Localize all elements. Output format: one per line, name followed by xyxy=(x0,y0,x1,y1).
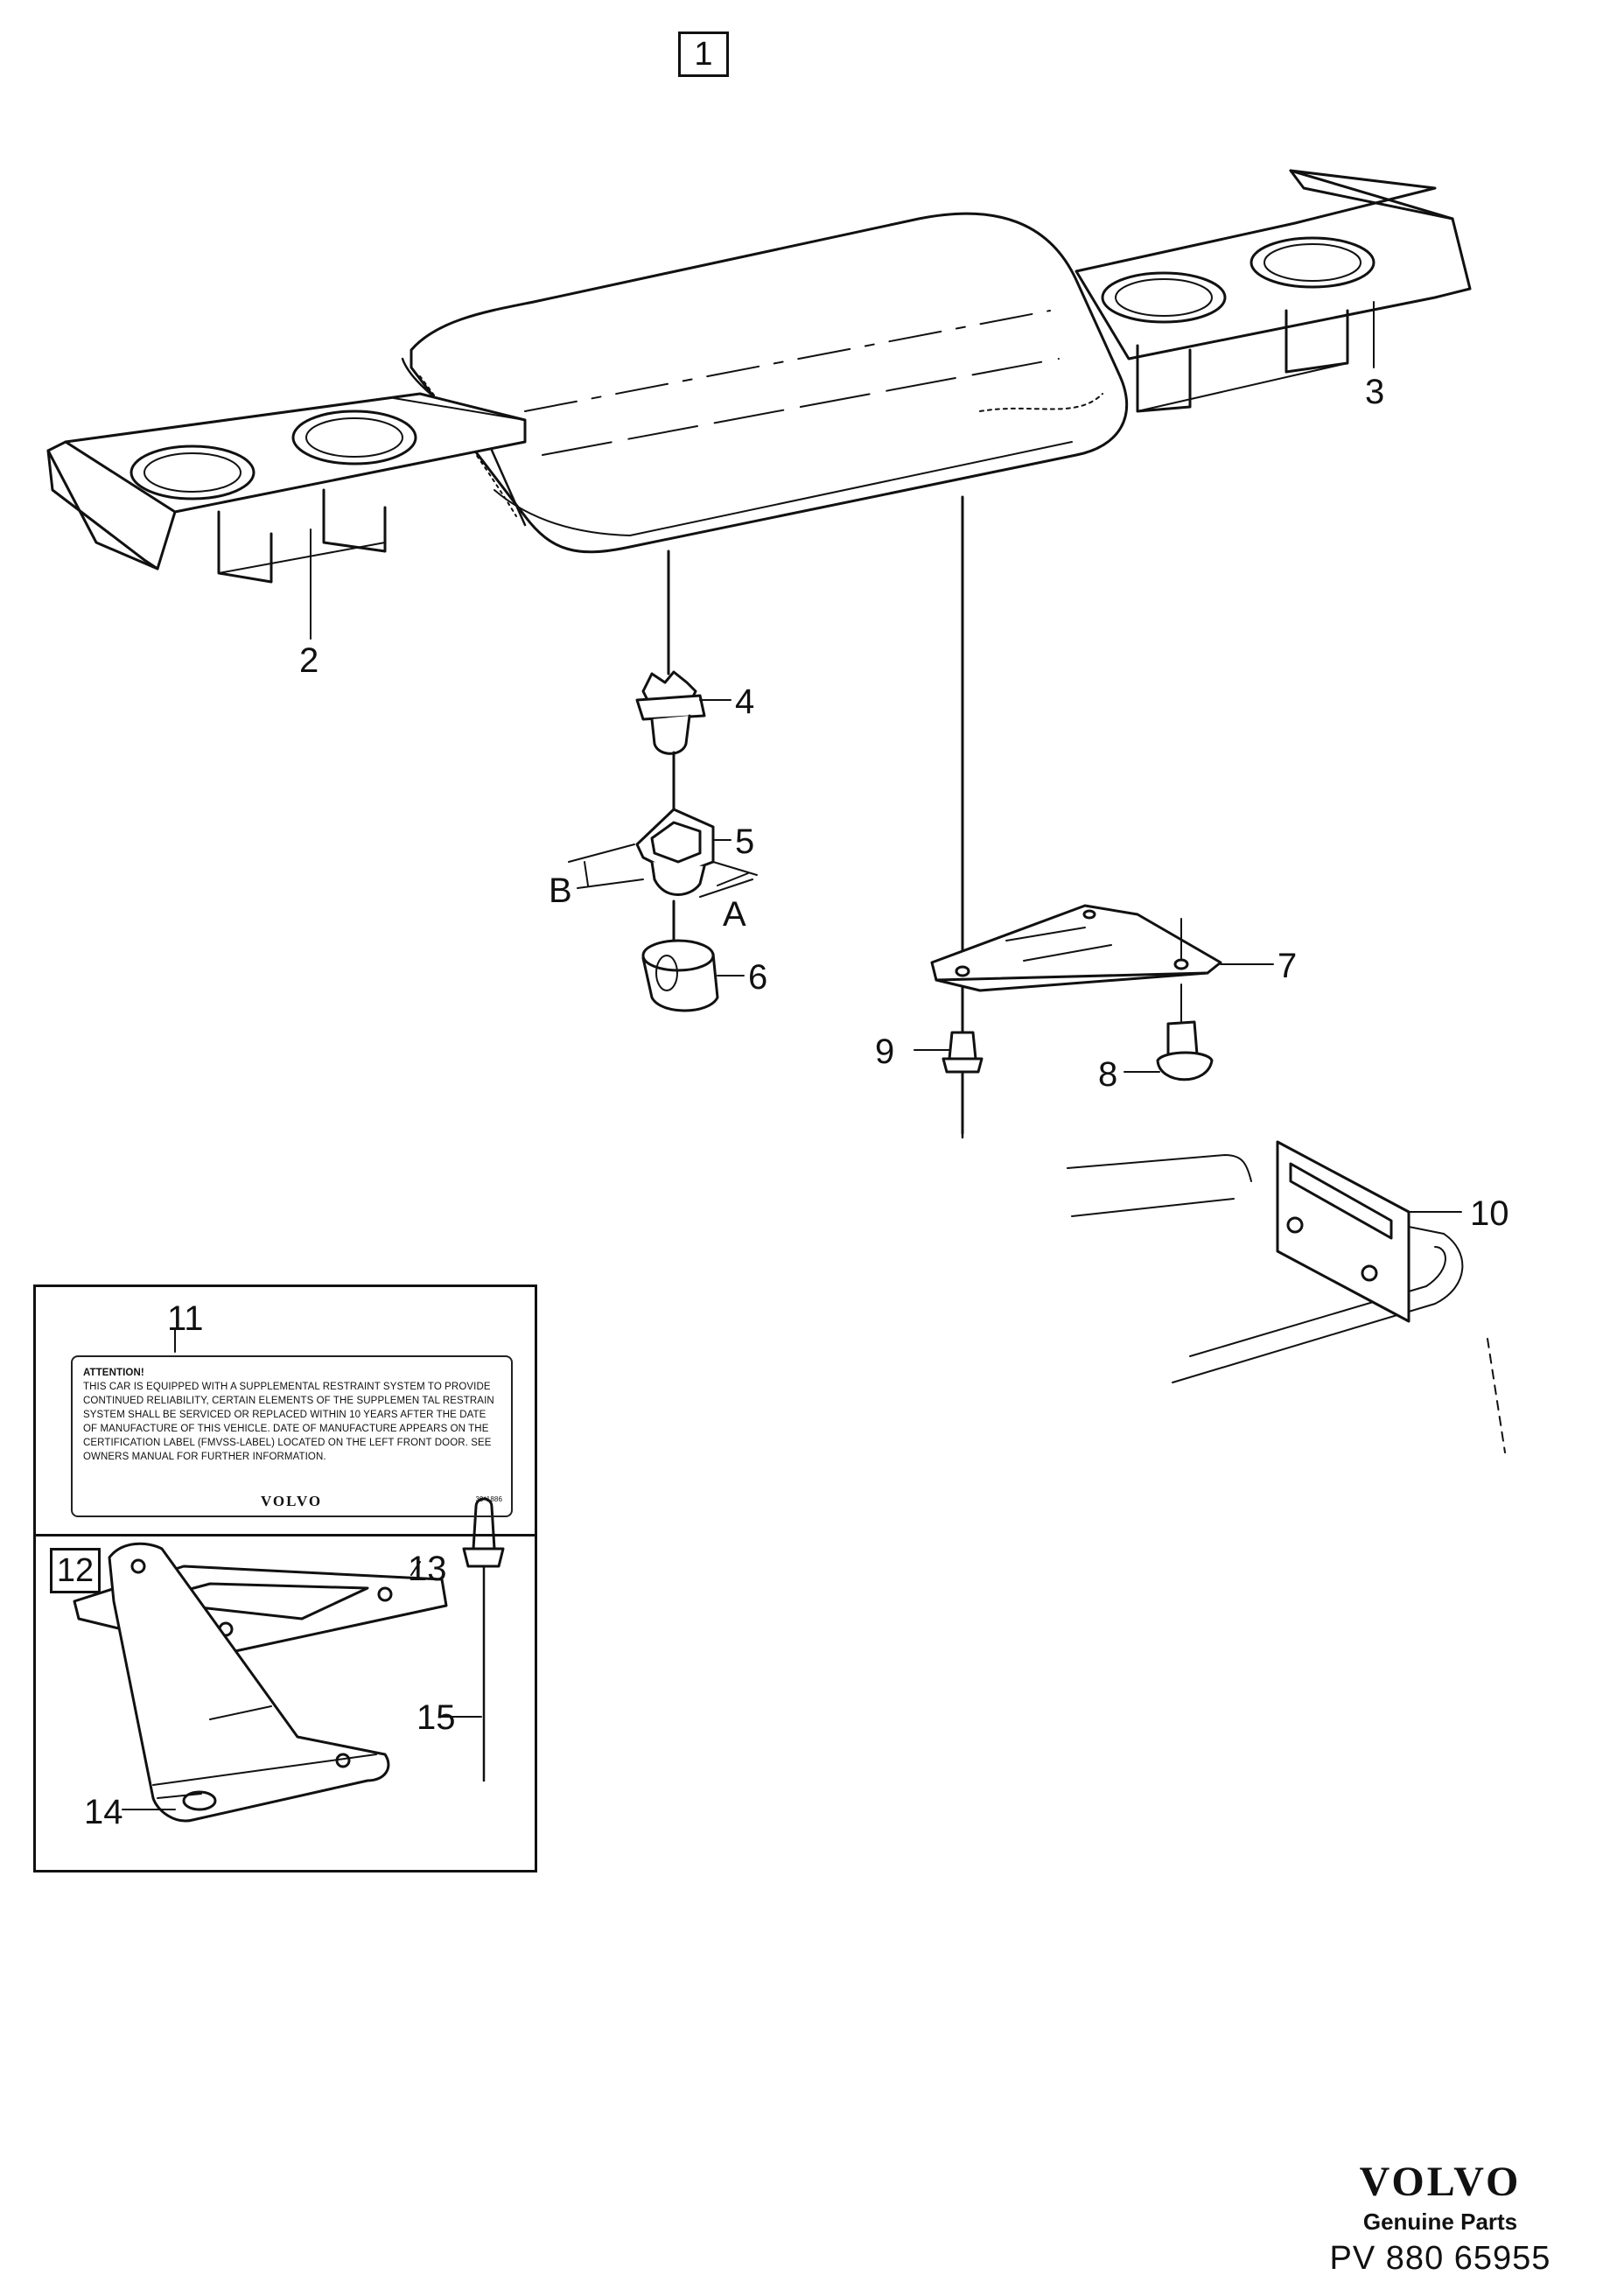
callout-9: 9 xyxy=(875,1032,895,1071)
grommet-drawing xyxy=(568,751,758,898)
bracket-plate-drawing xyxy=(930,904,1274,992)
callout-5: 5 xyxy=(735,822,755,861)
dimension-label-b: B xyxy=(549,872,572,910)
callout-13: 13 xyxy=(408,1550,447,1588)
label-brand: VOLVO xyxy=(261,1493,323,1509)
callout-7: 7 xyxy=(1278,947,1298,985)
frame-bracket-drawing xyxy=(1067,1140,1506,1453)
triangle-bracket-drawing xyxy=(108,1542,390,1823)
callout-4: 4 xyxy=(735,682,755,721)
label-panel: 11 ATTENTION! THIS CAR IS EQUIPPED WITH … xyxy=(33,1284,537,1872)
callout-3: 3 xyxy=(1365,373,1385,411)
callout-10: 10 xyxy=(1470,1194,1509,1233)
group-box-12: 12 xyxy=(50,1548,101,1593)
callout-8: 8 xyxy=(1098,1055,1118,1094)
callout-14: 14 xyxy=(84,1793,123,1831)
callout-2: 2 xyxy=(299,641,319,680)
panel-divider xyxy=(36,1534,535,1536)
bushing-drawing xyxy=(641,900,745,1012)
group-box-1: 1 xyxy=(678,32,729,77)
clip-drawing xyxy=(635,550,732,755)
armrest-lid-drawing xyxy=(401,212,1129,554)
srs-warning-label: ATTENTION! THIS CAR IS EQUIPPED WITH A S… xyxy=(71,1355,513,1517)
callout-6: 6 xyxy=(748,958,768,997)
rivet-drawing xyxy=(914,1031,984,1139)
footer-subtitle: Genuine Parts xyxy=(1362,2208,1518,2235)
label-heading: ATTENTION! xyxy=(83,1368,144,1378)
footer-brand: VOLVO xyxy=(1359,2159,1522,2205)
label-code: 39*1886 xyxy=(475,1495,502,1503)
dimension-label-a: A xyxy=(723,895,746,934)
cupholder-tray-left-drawing xyxy=(46,392,527,584)
cupholder-tray-right-drawing xyxy=(1074,169,1472,413)
callout-15: 15 xyxy=(416,1698,456,1737)
callout-11: 11 xyxy=(167,1299,204,1338)
label-text: THIS CAR IS EQUIPPED WITH A SUPPLEMENTAL… xyxy=(83,1382,494,1462)
footer-code: PV 880 65955 xyxy=(1329,2240,1551,2277)
screw-drawing xyxy=(1124,984,1214,1082)
